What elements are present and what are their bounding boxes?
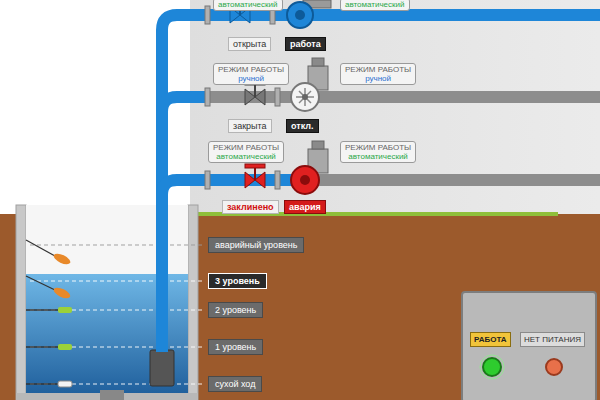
mode-box: РЕЖИМ РАБОТЫавтоматический — [340, 141, 416, 163]
node-text: аварийный уровень — [215, 240, 297, 250]
node-text: ручной — [345, 74, 411, 83]
node-text: ручной — [218, 74, 284, 83]
node-text: открыта — [233, 39, 266, 49]
node-text: авария — [289, 202, 321, 212]
status-box: РАБОТА — [470, 332, 511, 347]
mode-box: автоматический — [213, 0, 283, 11]
well-wall-left — [16, 205, 26, 400]
level-label: 3 уровень — [208, 273, 267, 289]
mode-box: автоматический — [340, 0, 410, 11]
node-text: откл. — [291, 121, 314, 131]
node-text: автоматический — [345, 152, 411, 161]
level-label: 1 уровень — [208, 339, 263, 355]
node-text: РЕЖИМ РАБОТЫ — [345, 65, 411, 74]
mode-box: РЕЖИМ РАБОТЫавтоматический — [208, 141, 284, 163]
node-text: 3 уровень — [215, 276, 260, 286]
level-lines — [30, 245, 204, 384]
valve-jammed — [245, 164, 265, 188]
level-label: аварийный уровень — [208, 237, 304, 253]
node-text: РЕЖИМ РАБОТЫ — [218, 65, 284, 74]
node-text: заклинено — [227, 202, 274, 212]
mode-box: РЕЖИМ РАБОТЫручной — [213, 63, 289, 85]
node-text: 2 уровень — [215, 305, 256, 315]
level-sensors — [26, 240, 72, 387]
node-text: РЕЖИМ РАБОТЫ — [345, 143, 411, 152]
red-lamp — [546, 359, 562, 375]
status-box: откл. — [286, 119, 319, 133]
drain — [100, 390, 124, 400]
node-text: работа — [290, 39, 321, 49]
submersible-pump — [150, 350, 174, 386]
status-box: авария — [284, 200, 326, 214]
ground-left — [0, 214, 16, 400]
node-text: НЕТ ПИТАНИЯ — [524, 335, 581, 344]
pump-stopped — [291, 58, 328, 111]
node-text: РЕЖИМ РАБОТЫ — [213, 143, 279, 152]
status-box: открыта — [228, 37, 271, 51]
node-text: РАБОТА — [474, 335, 507, 344]
level-label: 2 уровень — [208, 302, 263, 318]
level-label: сухой ход — [208, 376, 262, 392]
pump-running — [287, 0, 331, 28]
status-box: закрыта — [228, 119, 272, 133]
status-box: НЕТ ПИТАНИЯ — [520, 332, 585, 347]
well-wall-right — [188, 205, 198, 400]
mode-box: РЕЖИМ РАБОТЫручной — [340, 63, 416, 85]
node-text: автоматический — [218, 0, 278, 9]
status-box: работа — [285, 37, 326, 51]
status-box: заклинено — [222, 200, 279, 214]
node-text: 1 уровень — [215, 342, 256, 352]
control-panel — [462, 292, 596, 400]
node-text: автоматический — [345, 0, 405, 9]
node-text: сухой ход — [215, 379, 255, 389]
node-text: закрыта — [233, 121, 267, 131]
lamp-glow — [480, 355, 504, 379]
pump-failed — [291, 141, 328, 194]
green-lamp — [483, 358, 501, 376]
node-text: автоматический — [213, 152, 279, 161]
